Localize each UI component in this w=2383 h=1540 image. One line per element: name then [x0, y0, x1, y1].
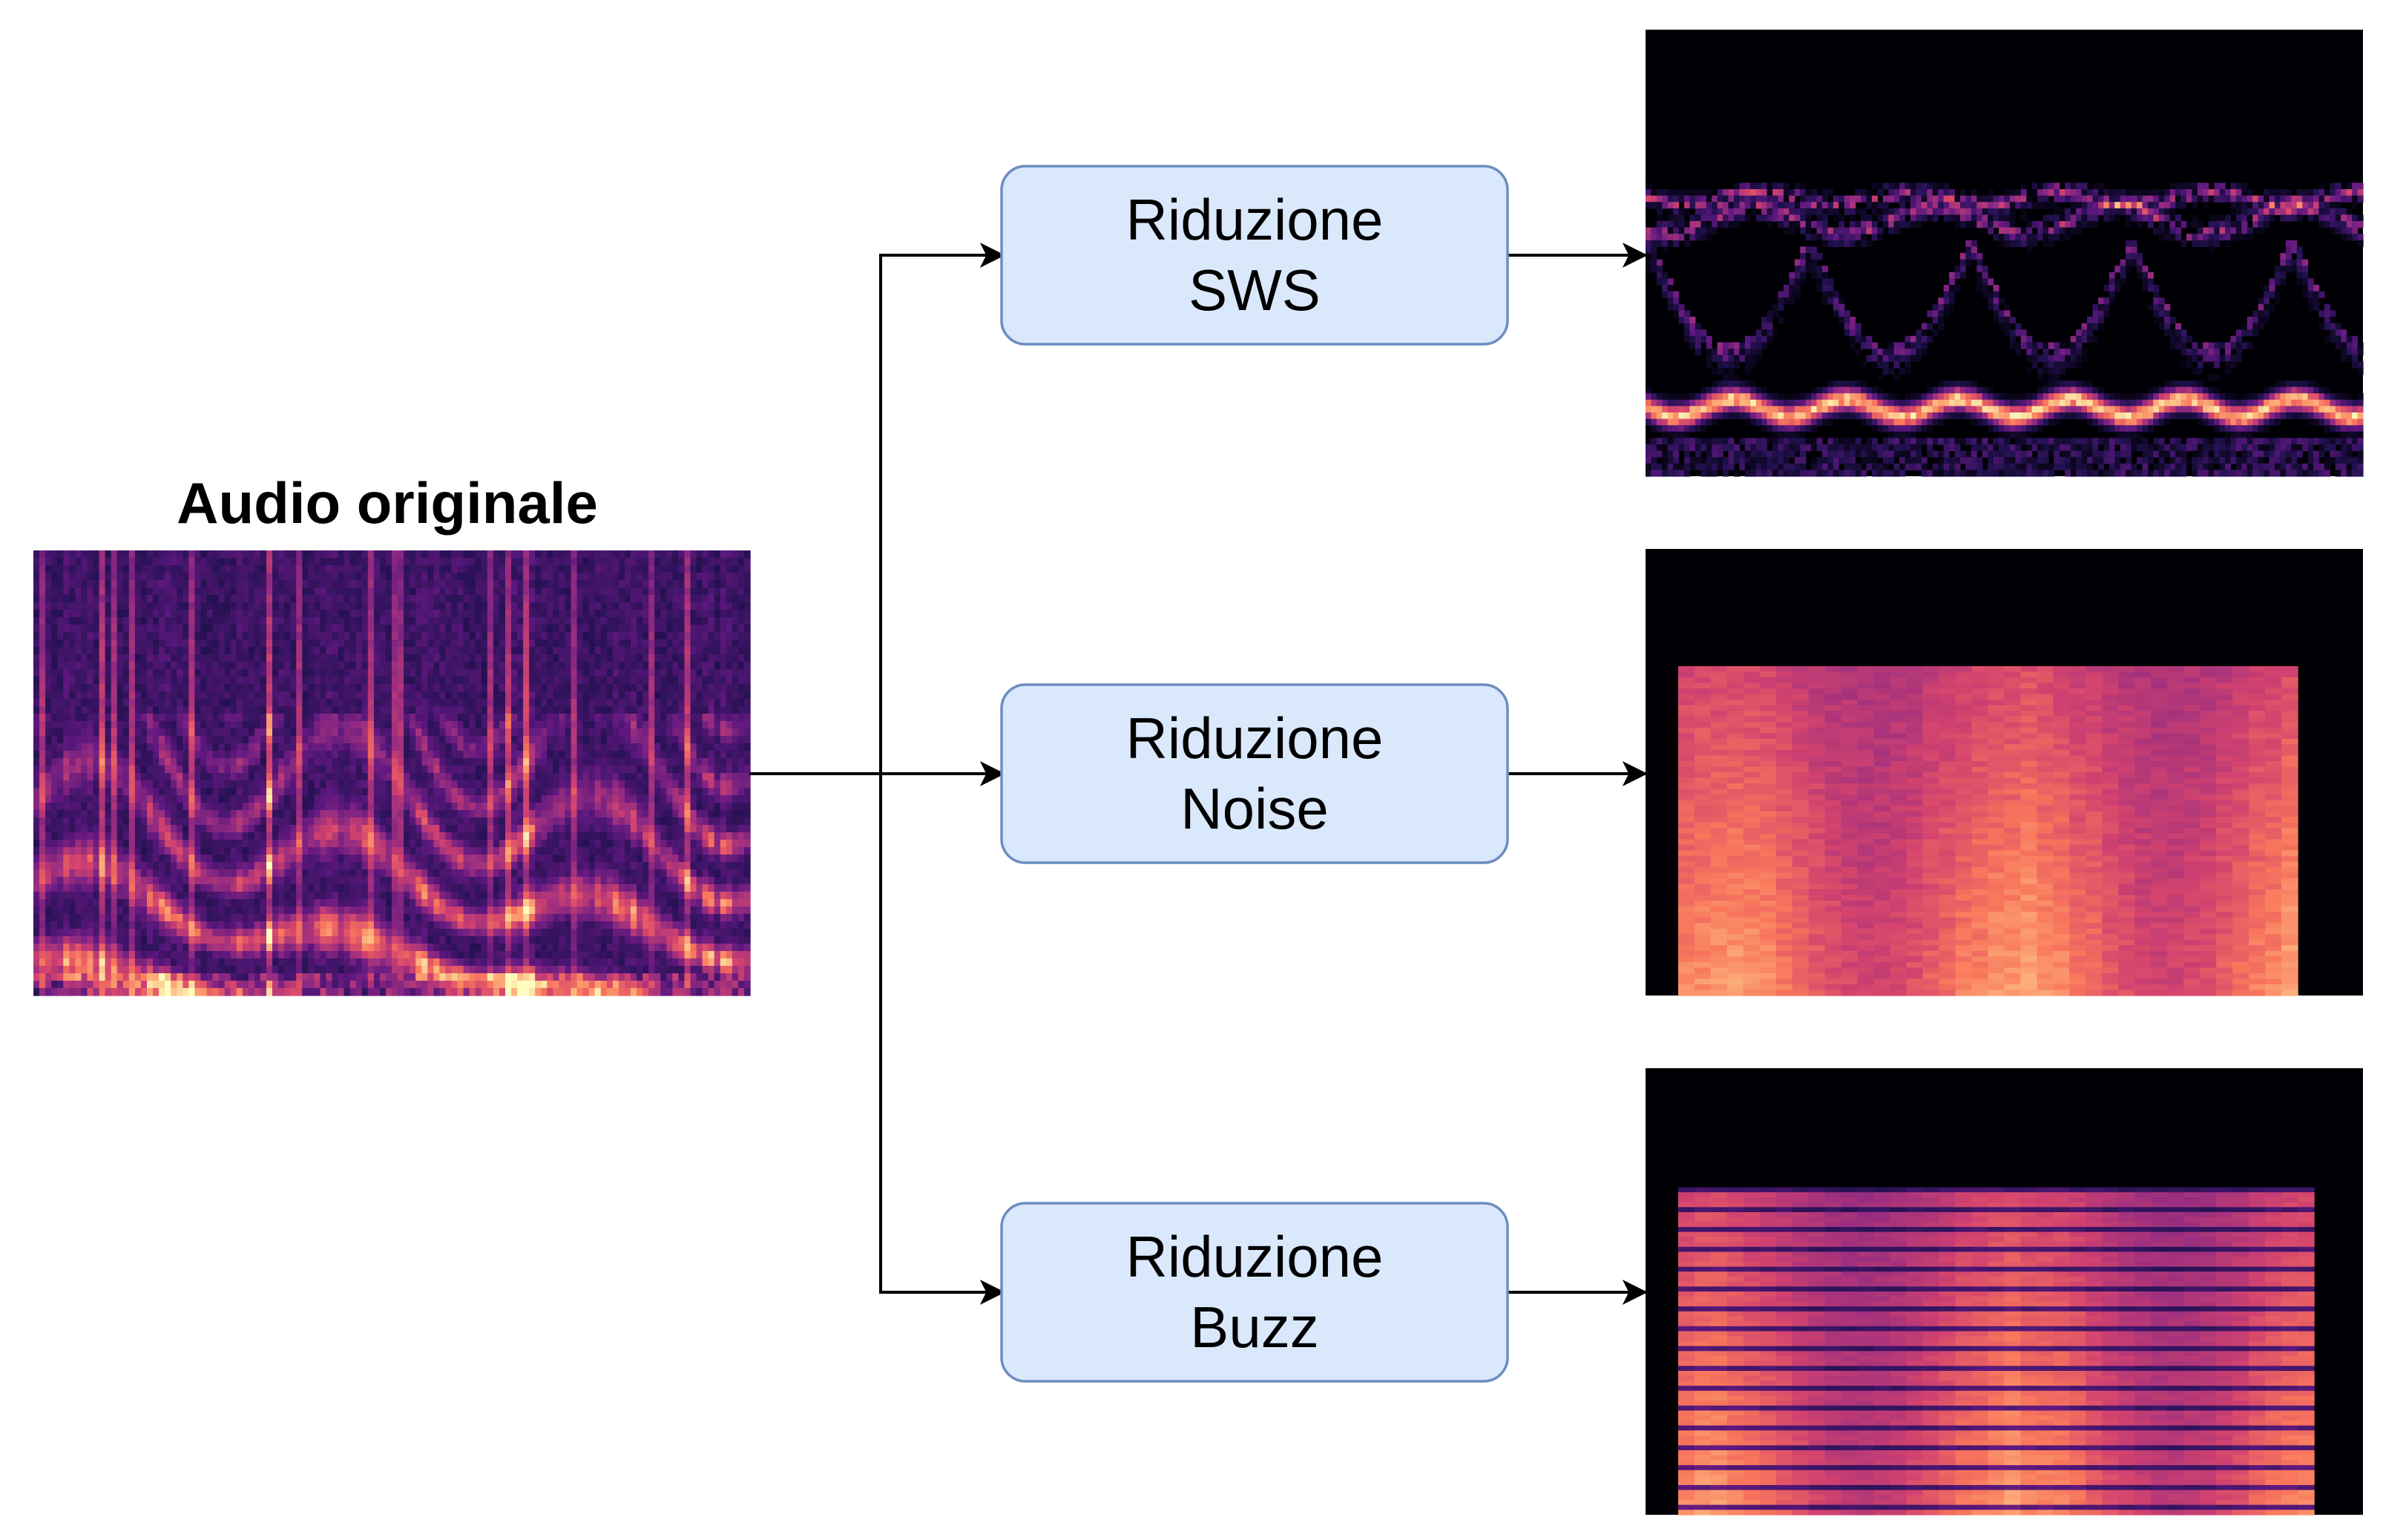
connector-to-sws: [881, 255, 1003, 774]
box-sws-line1: Riduzione: [1126, 187, 1384, 252]
box-riduzione-sws: Riduzione SWS: [1002, 166, 1508, 344]
noise-spectrogram-image: [1646, 549, 2363, 996]
box-riduzione-noise: Riduzione Noise: [1002, 685, 1508, 863]
box-noise-line1: Riduzione: [1126, 705, 1384, 771]
box-noise-line2: Noise: [1180, 776, 1328, 841]
box-buzz-line1: Riduzione: [1126, 1224, 1384, 1289]
sws-spectrogram-image: [1646, 30, 2364, 477]
original-spectrogram-image: [33, 550, 751, 996]
box-buzz-line2: Buzz: [1190, 1294, 1318, 1360]
original-audio-title: Audio originale: [177, 470, 598, 536]
connector-to-buzz: [881, 774, 1003, 1292]
box-riduzione-buzz: Riduzione Buzz: [1002, 1203, 1508, 1381]
box-sws-line2: SWS: [1189, 257, 1321, 323]
buzz-spectrogram-image: [1646, 1068, 2363, 1516]
